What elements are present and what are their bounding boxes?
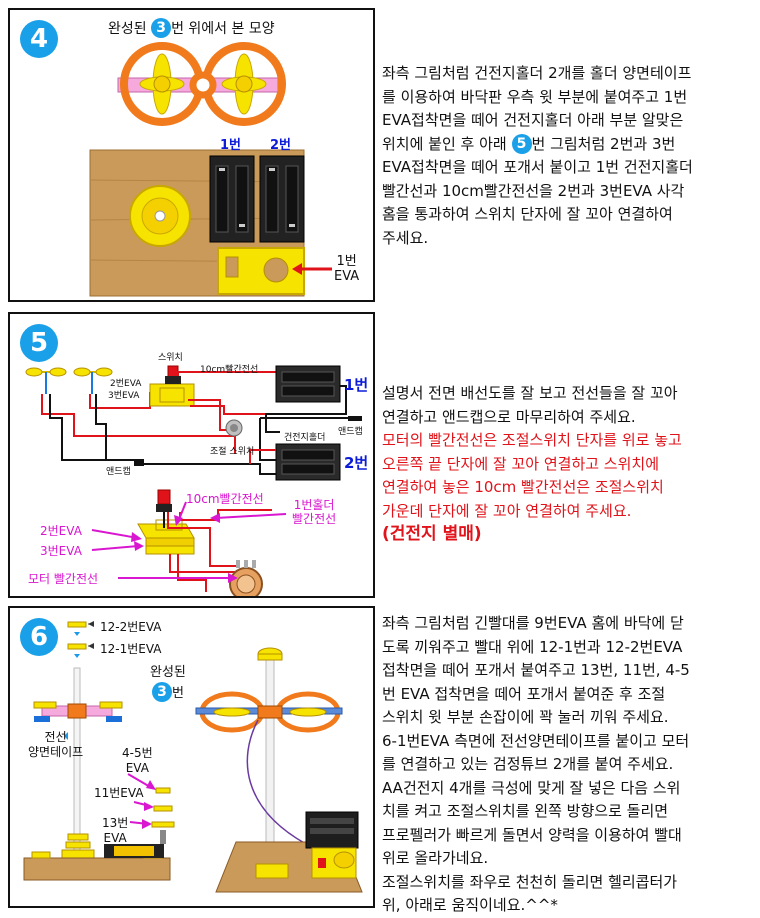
label-motor-wire: 모터 빨간전선 [28, 572, 99, 586]
step5-wiring-diagram [25, 365, 362, 596]
battery-sold-separately: (건전지 별매) [382, 524, 482, 544]
label-eva12-1: 12-1번EVA [100, 642, 162, 656]
step4-propeller-illustration [89, 42, 332, 297]
label-wire10-bottom: 10cm빨간전선 [186, 492, 264, 506]
step6-number: 6 [20, 618, 58, 656]
label-eva3: 3번EVA [108, 391, 140, 401]
label-holder1-wire: 1번홀더 빨간전선 [292, 498, 337, 526]
eva1-label: 1번 EVA [334, 254, 360, 284]
step5-number: 5 [20, 324, 58, 362]
label-eva4-5: 4-5번 EVA [122, 746, 153, 775]
step5-text: 설명서 전면 배선도를 잘 보고 전선들을 잘 꼬아 연결하고 앤드캡으로 마무… [382, 382, 754, 547]
step5-panel: 5 [8, 312, 375, 598]
step4-caption-circle: 3 [151, 18, 172, 38]
step6-panel: 6 [8, 606, 375, 908]
label-holder1: 1번 [344, 376, 369, 394]
label-wire10: 10cm빨간전선 [200, 365, 259, 375]
label-eva11: 11번EVA [94, 786, 144, 800]
label-eva3-bottom: 3번EVA [40, 544, 82, 558]
label-wire-tape: 전선 양면테이프 [28, 730, 84, 759]
label-battery-holder: 건전지홀더 [284, 433, 326, 443]
holder1-label: 1번 [220, 138, 242, 153]
label-and-cap-left: 앤드캡 [106, 467, 131, 477]
step5-ref-circle: 5 [511, 133, 532, 154]
step6-text: 좌측 그림처럼 긴빨대를 9번EVA 홈에 바닥에 닫 도록 끼워주고 빨대 위… [382, 614, 690, 914]
label-switch: 스위치 [158, 353, 183, 363]
step6-circle-3: 3 [151, 682, 172, 702]
label-eva2: 2번EVA [110, 379, 142, 389]
label-and-cap-right: 앤드캡 [338, 427, 363, 437]
step4-number: 4 [20, 20, 58, 58]
step4-text: 좌측 그림처럼 건전지홀더 2개를 홀더 양면테이프 를 이용하여 바닥판 우측… [382, 64, 693, 247]
label-adjust-switch: 조절 스위치 [210, 447, 255, 457]
label-holder2: 2번 [344, 454, 369, 472]
label-eva12-2: 12-2번EVA [100, 620, 162, 634]
holder2-label: 2번 [270, 138, 292, 153]
label-eva2-bottom: 2번EVA [40, 524, 82, 538]
step6-assembly-illustration [23, 621, 363, 893]
label-eva13: 13번 EVA [102, 816, 129, 845]
